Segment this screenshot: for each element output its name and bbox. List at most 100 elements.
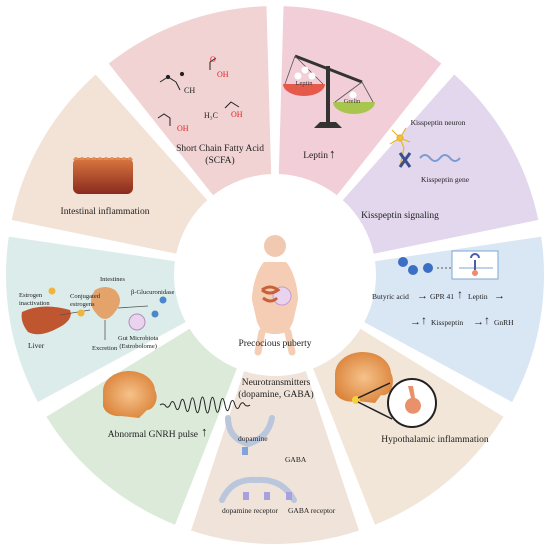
butyric-acid-label: Butyric acid [372, 292, 409, 301]
o-text: O [210, 55, 216, 64]
dopamine-vesicle [242, 447, 248, 455]
excretion-label: Excretion [92, 345, 118, 352]
gut-in-body [261, 285, 281, 303]
intestinal-tissue-icon [73, 157, 133, 194]
gpr41-label: GPR 41 [430, 292, 454, 301]
segment-scfa [106, 4, 274, 198]
leptin-up-arrow: ↑ [329, 146, 336, 161]
kisspeptin-neuron-label: Kisspeptin neuron [410, 118, 466, 127]
legs [254, 328, 296, 356]
intestines-shape [91, 287, 120, 319]
segment-gnrh_pulse [44, 326, 240, 528]
mol-3 [423, 263, 433, 273]
ch-text: CH [184, 86, 195, 95]
segment-neuro [188, 368, 362, 546]
receptor-2 [264, 492, 270, 500]
strings [284, 55, 374, 103]
h3c-text: H₃C [204, 111, 218, 120]
left-pan [283, 84, 325, 96]
kisspeptin-gene-icon [398, 152, 461, 168]
conjugated-mark [77, 309, 85, 317]
chromosome [398, 152, 412, 168]
scale-right-label: Grelin [343, 98, 361, 105]
scale-left-label: Leptin [295, 80, 313, 87]
dna-strand [419, 154, 461, 162]
gaba-receptor [286, 492, 292, 500]
hypothalamus-brain-icon [334, 351, 437, 428]
signal [472, 270, 478, 276]
base [314, 122, 342, 128]
gaba-label: GABA [285, 455, 307, 464]
up-arrow-1: ↑ [457, 287, 463, 301]
segment-liver [4, 234, 189, 405]
bonds2 [157, 113, 171, 126]
head [264, 235, 286, 257]
kisspeptin-small-label: Kisspeptin [431, 318, 464, 327]
free-estrogen-mark-2 [159, 296, 167, 304]
pole [326, 66, 330, 126]
dopamine-receptor-label: dopamine receptor [222, 506, 279, 515]
body-figure [252, 235, 298, 356]
tissue [73, 158, 133, 194]
scfa-label: Short Chain Fatty Acid(SCFA) [176, 144, 264, 166]
dopamine-receptor [243, 492, 249, 500]
glucuronidase-label: β-Glucuronidase [131, 289, 175, 296]
leptin-dot [301, 66, 309, 74]
estrogen-mark [48, 287, 56, 295]
atom [179, 71, 185, 77]
segment-kisspeptin [340, 72, 541, 256]
microbiota-bubble [128, 313, 146, 331]
gnrh-brain-icon [102, 370, 251, 418]
leptin-small-label: Leptin [468, 292, 488, 301]
brain [102, 370, 157, 418]
mol-1 [398, 257, 408, 267]
gnrh-small-label: GnRH [494, 318, 514, 327]
segment-leptin [276, 4, 444, 198]
receptor [470, 253, 480, 270]
right-arrow-4: → [473, 316, 484, 328]
butyric-icon [398, 250, 499, 280]
up-arrow-3: ↑ [484, 313, 490, 327]
right-arrow-2: → [494, 290, 505, 302]
intestines-label: Intestines [100, 276, 125, 283]
kisspeptin-label: Kisspeptin signaling [361, 211, 439, 221]
liver-label: Liver [28, 341, 45, 350]
kisspeptin-neuron-icon [389, 127, 411, 167]
atom [165, 74, 171, 80]
leptin-label: Leptin [303, 151, 328, 161]
leptin-dot [294, 72, 302, 80]
zoom-lines [357, 382, 393, 420]
free-estrogen-mark [151, 310, 159, 318]
gnrh-up-arrow: ↑ [201, 424, 208, 439]
dendrites [389, 127, 411, 167]
oh3-text: OH [231, 110, 243, 119]
liver-pathway [21, 287, 167, 340]
pathway-arrows [59, 305, 149, 340]
balance-scale [283, 54, 375, 128]
hypothalamic-label: Hypothalamic inflammation [381, 435, 489, 445]
gut-microbiota-label: Gut Microbiota(Estrobolome) [118, 335, 159, 350]
right-pan [333, 102, 375, 114]
brain [334, 351, 393, 403]
gaba-receptor-label: GABA receptor [288, 506, 336, 515]
kisspeptin-gene-label: Kisspeptin gene [420, 175, 470, 184]
gnrh-pulse-label: Abnormal GNRH pulse [107, 430, 198, 440]
pituitary [405, 386, 421, 414]
villi [73, 157, 133, 160]
liver-shape [21, 306, 71, 335]
soma [396, 134, 404, 142]
postsynaptic [219, 476, 297, 503]
oh-text: OH [217, 70, 229, 79]
synapse-icon [219, 415, 297, 503]
intestinal-inflammation-label: Intestinal inflammation [60, 207, 150, 217]
right-arrow-3: → [410, 316, 421, 328]
up-arrow-2: ↑ [421, 313, 427, 327]
presynaptic [225, 415, 275, 448]
grelin-dot [349, 91, 357, 99]
right-arrow-1: → [417, 290, 428, 302]
gnrh-wave [159, 396, 251, 414]
